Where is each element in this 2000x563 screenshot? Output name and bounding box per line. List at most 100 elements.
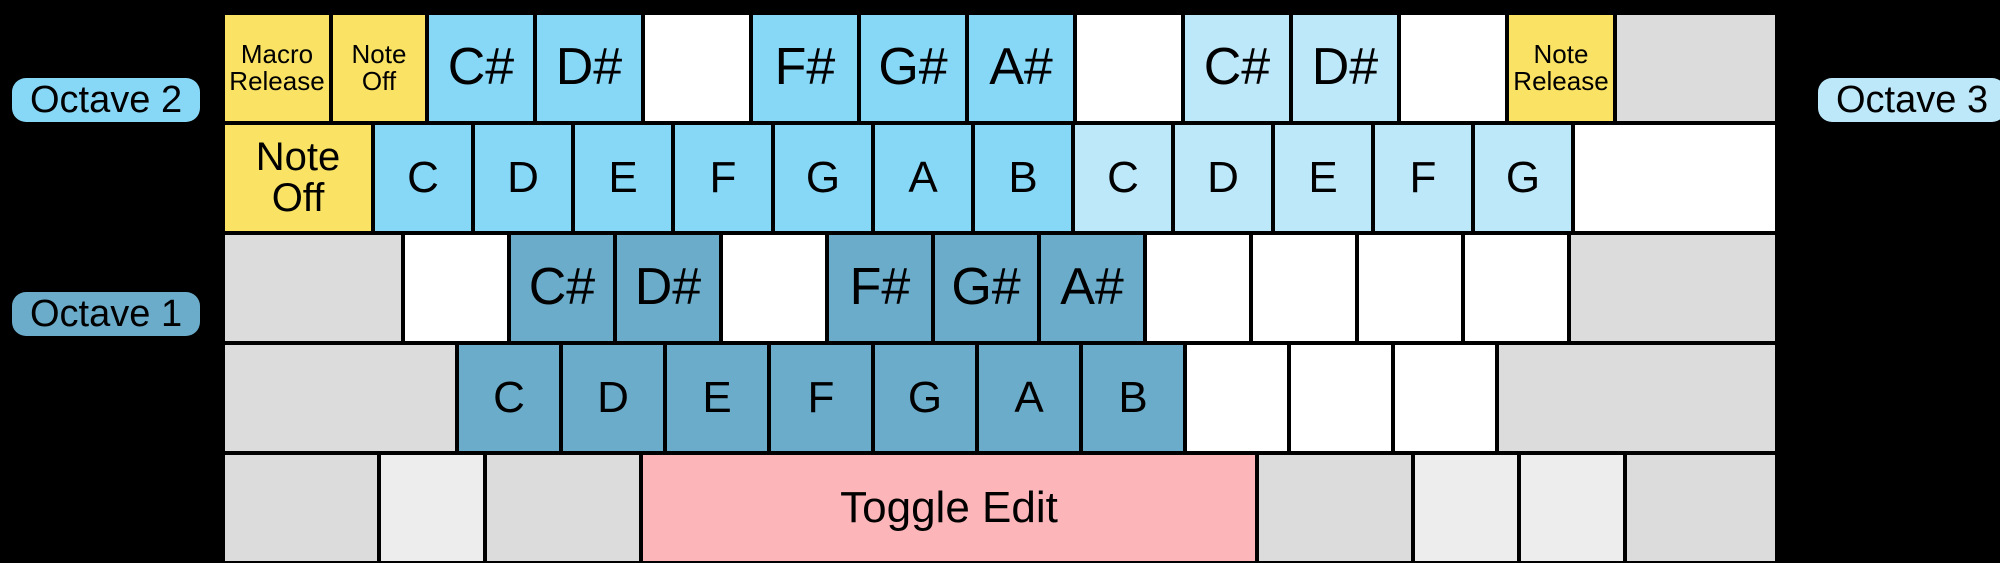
key-blank-r5-b xyxy=(379,453,485,563)
key-blank-r4-a xyxy=(223,343,457,453)
key-blank-r5-c xyxy=(485,453,641,563)
key-c-sharp-oct3-label: C# xyxy=(1203,38,1271,97)
key-g-oct2[interactable]: G xyxy=(773,123,873,233)
key-f-oct1-label: F xyxy=(807,372,835,422)
key-blank-r3-g xyxy=(1463,233,1569,343)
key-c-sharp-oct2[interactable]: C# xyxy=(427,13,535,123)
key-blank-r2-a xyxy=(1573,123,1777,233)
key-a-oct2-label: A xyxy=(908,152,938,202)
key-d-oct3[interactable]: D xyxy=(1173,123,1273,233)
key-d-sharp-oct1-label: D# xyxy=(634,258,702,317)
key-e-oct2[interactable]: E xyxy=(573,123,673,233)
key-g-sharp-oct2[interactable]: G# xyxy=(859,13,967,123)
key-c-oct1[interactable]: C xyxy=(457,343,561,453)
key-d-sharp-oct1[interactable]: D# xyxy=(615,233,721,343)
key-blank-r3-e xyxy=(1251,233,1357,343)
key-a-oct2[interactable]: A xyxy=(873,123,973,233)
key-a-sharp-oct2[interactable]: A# xyxy=(967,13,1075,123)
octave-tag-octave-2: Octave 2 xyxy=(12,78,201,122)
key-blank-r5-f xyxy=(1519,453,1625,563)
key-c-oct2-label: C xyxy=(407,152,439,202)
key-a-sharp-oct1[interactable]: A# xyxy=(1039,233,1145,343)
key-e-oct1[interactable]: E xyxy=(665,343,769,453)
key-f-oct1[interactable]: F xyxy=(769,343,873,453)
key-blank-r1-a xyxy=(643,13,751,123)
key-a-oct1[interactable]: A xyxy=(977,343,1081,453)
key-d-oct2-label: D xyxy=(507,152,539,202)
key-d-sharp-oct3-label: D# xyxy=(1311,38,1379,97)
key-blank-r3-f xyxy=(1357,233,1463,343)
key-d-sharp-oct2-label: D# xyxy=(555,38,623,97)
key-d-oct1-label: D xyxy=(597,372,629,422)
key-blank-r4-b xyxy=(1185,343,1289,453)
key-c-oct3[interactable]: C xyxy=(1073,123,1173,233)
key-toggle-edit-label: Toggle Edit xyxy=(840,482,1058,532)
key-toggle-edit[interactable]: Toggle Edit xyxy=(641,453,1257,563)
key-g-oct1-label: G xyxy=(907,372,943,422)
key-blank-r3-a xyxy=(223,233,403,343)
octave-tag-octave-3: Octave 3 xyxy=(1818,78,2000,122)
key-e-oct3[interactable]: E xyxy=(1273,123,1373,233)
key-blank-r5-g xyxy=(1625,453,1777,563)
key-c-sharp-oct2-label: C# xyxy=(447,38,515,97)
key-f-oct3-label: F xyxy=(1409,152,1437,202)
key-blank-r3-c xyxy=(721,233,827,343)
key-blank-r1-c xyxy=(1399,13,1507,123)
key-a-sharp-oct1-label: A# xyxy=(1060,258,1124,317)
key-d-oct3-label: D xyxy=(1207,152,1239,202)
key-c-oct3-label: C xyxy=(1107,152,1139,202)
key-a-sharp-oct2-label: A# xyxy=(989,38,1053,97)
key-blank-r3-h xyxy=(1569,233,1777,343)
key-f-oct2[interactable]: F xyxy=(673,123,773,233)
key-c-sharp-oct1-label: C# xyxy=(528,258,596,317)
key-e-oct1-label: E xyxy=(702,372,732,422)
key-blank-r3-d xyxy=(1145,233,1251,343)
key-b-oct2[interactable]: B xyxy=(973,123,1073,233)
octave-tag-label: Octave 2 xyxy=(30,78,183,121)
key-a-oct1-label: A xyxy=(1014,372,1044,422)
key-blank-r1-b xyxy=(1075,13,1183,123)
key-e-oct2-label: E xyxy=(608,152,638,202)
key-g-sharp-oct1[interactable]: G# xyxy=(933,233,1039,343)
key-g-sharp-oct2-label: G# xyxy=(878,38,948,97)
key-blank-r5-a xyxy=(223,453,379,563)
key-c-sharp-oct1[interactable]: C# xyxy=(509,233,615,343)
key-g-oct2-label: G xyxy=(805,152,841,202)
key-f-oct2-label: F xyxy=(709,152,737,202)
key-g-sharp-oct1-label: G# xyxy=(951,258,1021,317)
octave-tag-octave-1: Octave 1 xyxy=(12,292,201,336)
key-d-oct2[interactable]: D xyxy=(473,123,573,233)
key-blank-r4-c xyxy=(1289,343,1393,453)
key-g-oct1[interactable]: G xyxy=(873,343,977,453)
key-d-sharp-oct2[interactable]: D# xyxy=(535,13,643,123)
key-blank-r5-e xyxy=(1413,453,1519,563)
key-f-oct3[interactable]: F xyxy=(1373,123,1473,233)
octave-tag-label: Octave 1 xyxy=(30,292,183,335)
key-g-oct3-label: G xyxy=(1505,152,1541,202)
key-c-sharp-oct3[interactable]: C# xyxy=(1183,13,1291,123)
key-d-sharp-oct3[interactable]: D# xyxy=(1291,13,1399,123)
key-b-oct1[interactable]: B xyxy=(1081,343,1185,453)
key-c-oct2[interactable]: C xyxy=(373,123,473,233)
key-d-oct1[interactable]: D xyxy=(561,343,665,453)
key-f-sharp-oct1[interactable]: F# xyxy=(827,233,933,343)
key-blank-r1-d xyxy=(1615,13,1777,123)
key-b-oct2-label: B xyxy=(1008,152,1038,202)
key-g-oct3[interactable]: G xyxy=(1473,123,1573,233)
key-c-oct1-label: C xyxy=(493,372,525,422)
key-f-sharp-oct2[interactable]: F# xyxy=(751,13,859,123)
octave-tag-label: Octave 3 xyxy=(1836,78,1989,121)
key-b-oct1-label: B xyxy=(1118,372,1148,422)
key-blank-r5-d xyxy=(1257,453,1413,563)
key-f-sharp-oct2-label: F# xyxy=(774,38,836,97)
key-blank-r4-d xyxy=(1393,343,1497,453)
